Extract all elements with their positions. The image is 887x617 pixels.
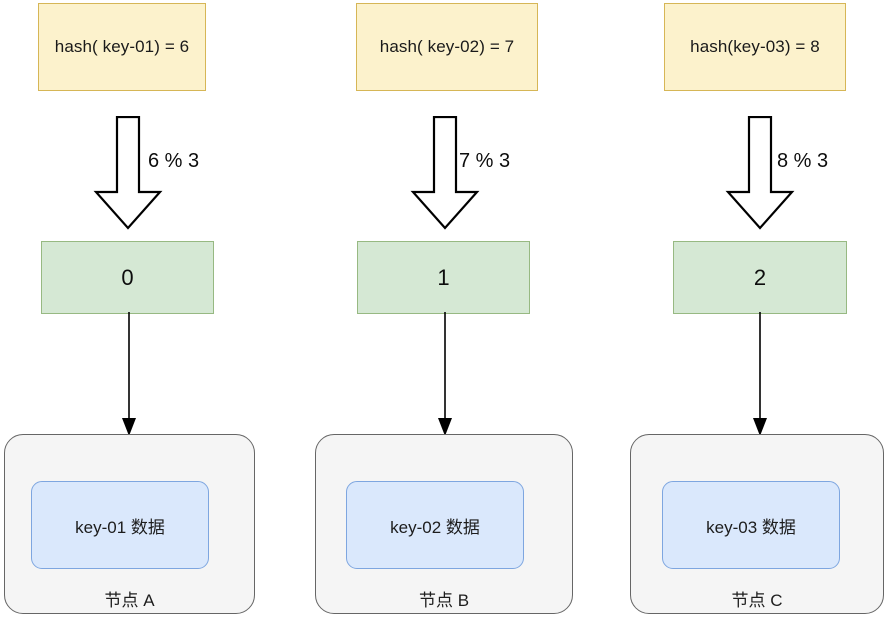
mod-label-3: 8 % 3 (777, 150, 829, 172)
node-label-2: 节点 B (418, 591, 470, 610)
data-box-2: key-02 数据 (346, 481, 524, 569)
hash-box-3: hash(key-03) = 8 (664, 3, 846, 91)
slot-box-3: 2 (673, 241, 847, 314)
hash-box-2-label: hash( key-02) = 7 (379, 37, 515, 56)
hash-box-2: hash( key-02) = 7 (356, 3, 538, 91)
hash-box-3-label: hash(key-03) = 8 (690, 37, 820, 56)
connector-arrow-1 (122, 312, 136, 436)
node-label-1: 节点 A (104, 591, 155, 610)
hash-box-1: hash( key-01) = 6 (38, 3, 206, 91)
connector-arrow-2 (438, 312, 452, 436)
slot-box-1-label: 0 (121, 264, 134, 290)
block-arrow-2 (410, 116, 480, 230)
slot-box-1: 0 (41, 241, 214, 314)
mod-label-2: 7 % 3 (459, 150, 511, 172)
mod-label-1: 6 % 3 (148, 150, 200, 172)
data-box-1-label: key-01 数据 (75, 517, 165, 537)
block-arrow-3 (725, 116, 795, 230)
connector-arrow-3 (753, 312, 767, 436)
data-box-1: key-01 数据 (31, 481, 209, 569)
data-box-3-label: key-03 数据 (706, 517, 796, 537)
data-box-2-label: key-02 数据 (390, 517, 480, 537)
node-label-3: 节点 C (731, 591, 783, 610)
slot-box-3-label: 2 (753, 264, 767, 290)
data-box-3: key-03 数据 (662, 481, 840, 569)
slot-box-2-label: 1 (437, 264, 450, 290)
slot-box-2: 1 (357, 241, 530, 314)
block-arrow-1 (93, 116, 163, 230)
hash-box-1-label: hash( key-01) = 6 (54, 37, 190, 56)
